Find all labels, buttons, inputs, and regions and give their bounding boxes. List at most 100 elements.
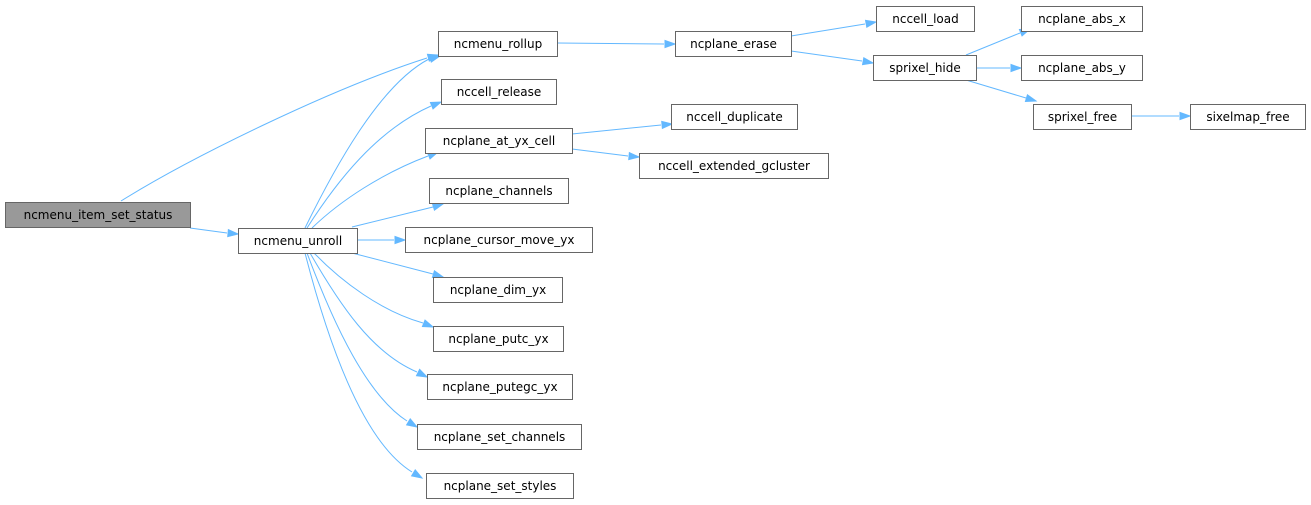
- edge-line: [965, 79, 1027, 99]
- node-label: sixelmap_free: [1206, 110, 1289, 124]
- nodes-layer: ncmenu_item_set_status ncmenu_rollupncmen…: [5, 6, 1306, 499]
- edge-line: [306, 252, 408, 422]
- edge-ncplane_at_yx_cell-to-nccell_extended_gcluster: [571, 148, 641, 161]
- node-box[interactable]: [639, 153, 829, 179]
- node-nccell_load[interactable]: nccell_load: [876, 6, 975, 32]
- node-ncplane_putegc_yx[interactable]: ncplane_putegc_yx: [427, 374, 573, 400]
- edge-ncmenu_unroll-to-ncplane_set_styles: [304, 252, 424, 479]
- node-label: ncplane_putc_yx: [448, 332, 548, 346]
- node-nccell_extended_gcluster[interactable]: nccell_extended_gcluster: [639, 153, 829, 179]
- edge-line: [790, 23, 866, 37]
- node-label: ncplane_channels: [445, 184, 552, 198]
- node-label: sprixel_free: [1048, 110, 1117, 124]
- edge-ncmenu_unroll-to-ncplane_putc_yx: [313, 252, 435, 328]
- arrowhead: [1010, 63, 1023, 73]
- node-label: ncplane_set_channels: [434, 430, 566, 444]
- edge-ncmenu_rollup-to-ncplane_erase: [556, 39, 677, 49]
- arrowhead: [421, 319, 435, 328]
- node-box[interactable]: [1190, 104, 1306, 130]
- arrowhead: [410, 468, 424, 479]
- node-box[interactable]: [873, 55, 977, 81]
- arrowhead: [428, 54, 442, 63]
- edge-ncplane_erase-to-nccell_load: [790, 19, 878, 37]
- node-ncplane_abs_y[interactable]: ncplane_abs_y: [1021, 55, 1143, 81]
- edge-line: [556, 42, 665, 45]
- node-nccell_release[interactable]: nccell_release: [441, 79, 557, 105]
- node-ncplane_at_yx_cell[interactable]: ncplane_at_yx_cell: [425, 128, 573, 154]
- arrowhead: [664, 39, 677, 49]
- node-ncplane_dim_yx[interactable]: ncplane_dim_yx: [433, 277, 563, 303]
- edge-line: [304, 252, 413, 473]
- node-box[interactable]: [238, 228, 358, 254]
- node-box[interactable]: [5, 202, 191, 228]
- node-box[interactable]: [1033, 104, 1132, 130]
- edge-line: [120, 57, 428, 202]
- arrowhead: [394, 235, 407, 245]
- arrowhead: [431, 269, 445, 279]
- node-box[interactable]: [438, 31, 558, 57]
- node-box[interactable]: [441, 79, 557, 105]
- arrowhead: [864, 19, 878, 29]
- edge-line: [189, 227, 228, 234]
- edge-ncmenu_unroll-to-nccell_release: [306, 101, 443, 229]
- node-label: nccell_load: [892, 12, 959, 26]
- edge-ncmenu_unroll-to-ncmenu_rollup: [304, 54, 442, 229]
- node-label: ncplane_at_yx_cell: [443, 134, 555, 148]
- node-label: ncplane_erase: [690, 37, 777, 51]
- node-label: nccell_duplicate: [686, 110, 782, 124]
- node-box[interactable]: [426, 473, 574, 499]
- node-sixelmap_free[interactable]: sixelmap_free: [1190, 104, 1306, 130]
- edge-ncmenu_unroll-to-ncplane_putegc_yx: [309, 252, 429, 378]
- edge-line: [571, 148, 629, 157]
- node-label: nccell_release: [457, 85, 542, 99]
- node-label: ncplane_set_styles: [444, 479, 557, 493]
- node-box[interactable]: [876, 6, 975, 32]
- edge-line: [311, 155, 429, 229]
- node-box[interactable]: [425, 128, 573, 154]
- node-sprixel_free[interactable]: sprixel_free: [1033, 104, 1132, 130]
- node-label: nccell_extended_gcluster: [658, 159, 810, 173]
- node-box[interactable]: [1021, 6, 1143, 32]
- node-label: ncmenu_unroll: [254, 234, 342, 248]
- edge-ncmenu_unroll-to-ncplane_cursor_move_yx: [357, 235, 407, 245]
- edge-line: [351, 206, 434, 228]
- node-label: ncmenu_item_set_status: [24, 208, 173, 222]
- node-box[interactable]: [429, 178, 569, 204]
- node-ncplane_putc_yx[interactable]: ncplane_putc_yx: [433, 326, 564, 352]
- node-ncplane_abs_x[interactable]: ncplane_abs_x: [1021, 6, 1143, 32]
- edge-ncmenu_item_set_status-to-ncmenu_rollup: [120, 53, 440, 202]
- edge-ncmenu_unroll-to-ncplane_channels: [351, 202, 445, 228]
- node-ncplane_erase[interactable]: ncplane_erase: [675, 31, 792, 57]
- node-box[interactable]: [427, 374, 573, 400]
- node-box[interactable]: [405, 227, 593, 253]
- node-box[interactable]: [671, 104, 798, 130]
- edge-line: [309, 252, 418, 373]
- node-box[interactable]: [675, 31, 792, 57]
- edge-ncplane_at_yx_cell-to-nccell_duplicate: [571, 120, 674, 135]
- edge-line: [965, 32, 1021, 56]
- node-box[interactable]: [417, 424, 582, 450]
- node-label: ncmenu_rollup: [454, 37, 542, 51]
- node-box[interactable]: [433, 277, 563, 303]
- edge-line: [571, 124, 662, 135]
- node-ncplane_set_channels[interactable]: ncplane_set_channels: [417, 424, 582, 450]
- edge-line: [304, 58, 430, 229]
- node-box[interactable]: [1021, 55, 1143, 81]
- node-ncmenu_item_set_status[interactable]: ncmenu_item_set_status: [5, 202, 191, 228]
- node-label: sprixel_hide: [889, 61, 961, 75]
- arrowhead: [628, 151, 641, 161]
- node-ncplane_cursor_move_yx[interactable]: ncplane_cursor_move_yx: [405, 227, 593, 253]
- node-ncplane_channels[interactable]: ncplane_channels: [429, 178, 569, 204]
- arrowhead: [429, 101, 443, 110]
- edge-sprixel_hide-to-sprixel_free: [965, 79, 1038, 103]
- node-ncmenu_unroll[interactable]: ncmenu_unroll: [238, 228, 358, 254]
- node-label: ncplane_putegc_yx: [442, 380, 557, 394]
- arrowhead: [415, 368, 429, 378]
- node-box[interactable]: [433, 326, 564, 352]
- node-nccell_duplicate[interactable]: nccell_duplicate: [671, 104, 798, 130]
- node-ncmenu_rollup[interactable]: ncmenu_rollup: [438, 31, 558, 57]
- edge-ncmenu_unroll-to-ncplane_set_channels: [306, 252, 419, 428]
- node-sprixel_hide[interactable]: sprixel_hide: [873, 55, 977, 81]
- node-ncplane_set_styles[interactable]: ncplane_set_styles: [426, 473, 574, 499]
